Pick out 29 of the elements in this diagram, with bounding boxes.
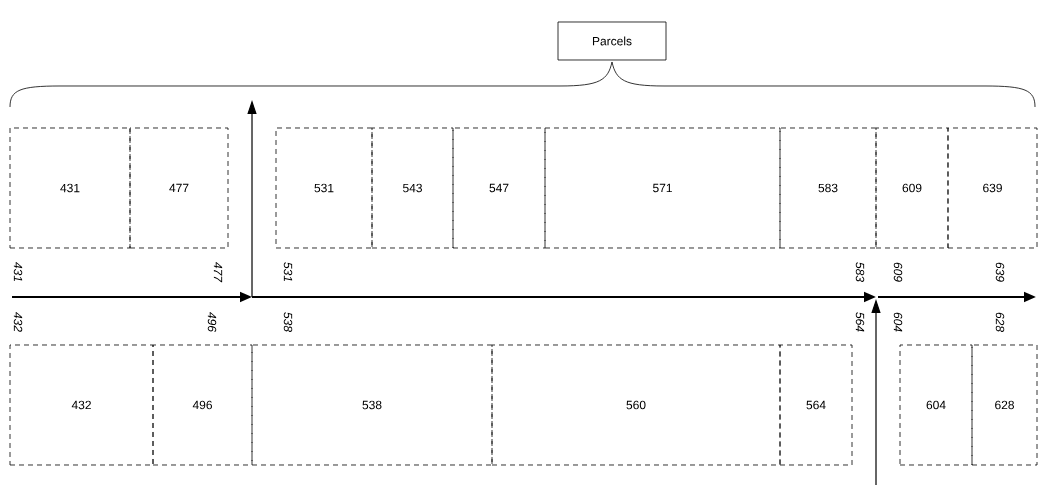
parcel-box: 583 [779, 127, 877, 249]
parcel-box: 604 [899, 344, 973, 466]
street-number: 432 [13, 312, 23, 332]
parcel-box: 543 [371, 127, 454, 249]
street-number: 583 [855, 262, 865, 282]
parcel-box: 564 [779, 344, 853, 466]
street-number: 477 [213, 262, 223, 283]
title-box: Parcels [557, 21, 667, 61]
street-number: 639 [995, 262, 1005, 282]
parcel-box: 560 [491, 344, 781, 466]
street-number: 431 [13, 262, 23, 281]
parcel-box: 496 [152, 344, 253, 466]
parcel-box: 432 [9, 344, 154, 466]
parcel-box: 609 [875, 127, 949, 249]
street-number: 496 [207, 312, 217, 332]
parcel-box: 477 [129, 127, 229, 249]
parcel-box: 538 [251, 344, 493, 466]
parcel-box: 531 [275, 127, 373, 249]
parcel-box: 547 [452, 127, 546, 249]
parcel-box: 628 [971, 344, 1038, 466]
parcel-box: 639 [947, 127, 1038, 249]
street-number: 538 [283, 312, 293, 332]
street-number: 604 [893, 312, 903, 332]
street-number: 564 [855, 312, 865, 332]
street-number: 609 [893, 262, 903, 282]
street-number: 531 [283, 262, 293, 281]
street-number: 628 [995, 312, 1005, 332]
parcel-box: 431 [9, 127, 131, 249]
parcel-box: 571 [544, 127, 781, 249]
